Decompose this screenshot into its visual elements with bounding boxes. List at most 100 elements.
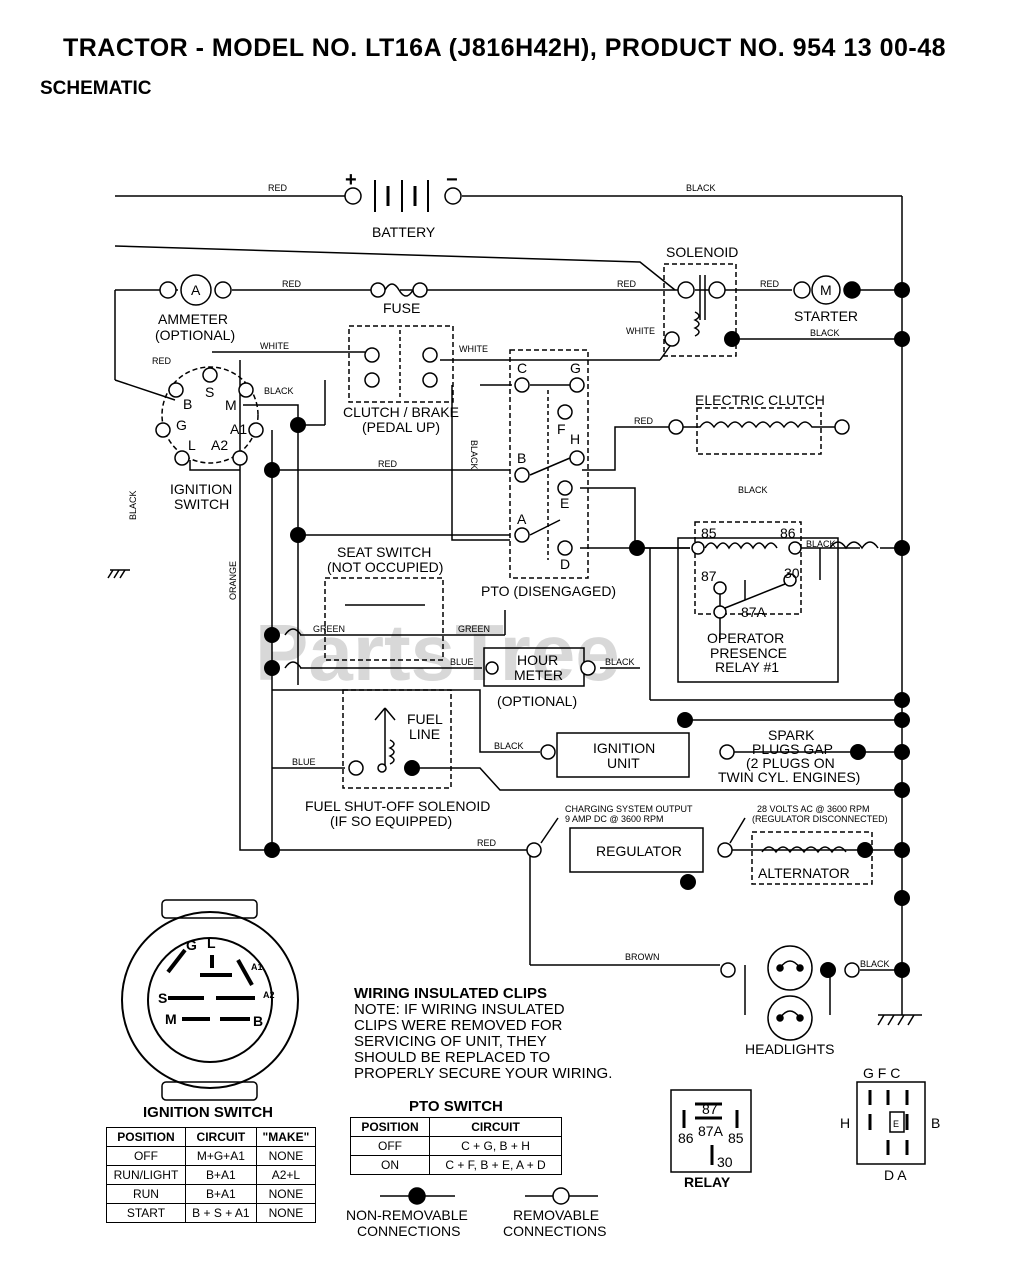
alternator: ALTERNATOR (751, 831, 873, 885)
fuel-shutoff-solenoid: FUEL LINE FUEL SHUT-OFF SOLENOID (IF SO … (305, 689, 490, 829)
volts-1: 28 VOLTS AC @ 3600 RPM (757, 804, 870, 814)
svg-text:BLACK: BLACK (686, 183, 716, 193)
svg-text:BLACK: BLACK (264, 386, 294, 396)
svg-text:BLACK: BLACK (806, 539, 836, 549)
svg-text:G: G (176, 417, 187, 433)
note-line: NOTE: IF WIRING INSULATED (354, 1001, 565, 1018)
clutch-electric-label: ELECTRIC CLUTCH (695, 392, 825, 408)
svg-text:87: 87 (702, 1101, 718, 1117)
spark-4: TWIN CYL. ENGINES) (718, 769, 860, 785)
fuel-line-1: FUEL (407, 711, 443, 727)
legend-removable-2: CONNECTIONS (503, 1223, 606, 1239)
svg-text:S: S (158, 990, 167, 1006)
ign-unit-2: UNIT (607, 755, 640, 771)
charging-1: CHARGING SYSTEM OUTPUT (565, 804, 693, 814)
legend-nonremovable-2: CONNECTIONS (357, 1223, 460, 1239)
connection-legend: NON-REMOVABLE CONNECTIONS REMOVABLE CONN… (346, 1187, 606, 1239)
wiring-note: WIRING INSULATED CLIPS NOTE: IF WIRING I… (354, 986, 612, 1082)
svg-text:BLACK: BLACK (738, 485, 768, 495)
svg-text:WHITE: WHITE (626, 326, 655, 336)
note-line: CLIPS WERE REMOVED FOR (354, 1017, 563, 1034)
clutch-sub: (PEDAL UP) (362, 419, 440, 435)
svg-text:C: C (517, 360, 527, 376)
legend-removable-1: REMOVABLE (513, 1207, 599, 1223)
svg-text:A: A (191, 282, 201, 298)
svg-text:E: E (560, 495, 569, 511)
battery-plus: + (345, 169, 357, 191)
pto-label: PTO (DISENGAGED) (481, 583, 616, 599)
ammeter-optional: (OPTIONAL) (155, 327, 235, 343)
battery-minus: − (446, 169, 458, 191)
starter: M STARTER (793, 275, 861, 324)
svg-text:M: M (225, 397, 237, 413)
svg-text:A2: A2 (263, 990, 275, 1000)
svg-text:WHITE: WHITE (260, 341, 289, 351)
battery: + − BATTERY (344, 169, 462, 240)
svg-text:RED: RED (477, 838, 497, 848)
fuse-label: FUSE (383, 300, 420, 316)
svg-text:B: B (253, 1013, 263, 1029)
svg-text:RED: RED (634, 416, 654, 426)
svg-text:E: E (893, 1119, 899, 1129)
svg-text:85: 85 (701, 525, 717, 541)
svg-text:M: M (165, 1011, 177, 1027)
relay-label-2: PRESENCE (710, 645, 787, 661)
svg-text:G: G (570, 360, 581, 376)
svg-text:H: H (570, 431, 580, 447)
svg-text:A1: A1 (230, 421, 247, 437)
solenoid-label: SOLENOID (666, 244, 738, 260)
headlights: HEADLIGHTS (720, 945, 860, 1057)
ign-unit-1: IGNITION (593, 740, 655, 756)
fuel-sol-1: FUEL SHUT-OFF SOLENOID (305, 798, 490, 814)
starter-label: STARTER (794, 308, 858, 324)
svg-text:G: G (186, 937, 197, 953)
wire-labels: RED BLACK RED RED RED WHITE BLACK RED WH… (128, 183, 890, 969)
svg-text:L: L (207, 935, 216, 951)
volts-2: (REGULATOR DISCONNECTED) (752, 814, 888, 824)
svg-text:BLACK: BLACK (469, 440, 479, 470)
ignition-unit: IGNITION UNIT SPARK PLUGS GAP (2 PLUGS O… (540, 727, 860, 785)
svg-text:BLUE: BLUE (450, 657, 474, 667)
svg-text:87A: 87A (741, 604, 767, 620)
svg-text:RED: RED (282, 279, 302, 289)
svg-text:BLACK: BLACK (605, 657, 635, 667)
relay-diagram-title: RELAY (684, 1174, 731, 1190)
seat-label: SEAT SWITCH (337, 544, 431, 560)
note-title: WIRING INSULATED CLIPS (354, 985, 548, 1002)
svg-text:A1: A1 (251, 962, 263, 972)
svg-text:BLACK: BLACK (810, 328, 840, 338)
svg-text:RED: RED (378, 459, 398, 469)
ignition-switch-schematic: B S M G A1 L A2 IGNITION SWITCH (155, 366, 264, 512)
ign-label-1: IGNITION (170, 481, 232, 497)
svg-text:86: 86 (678, 1130, 694, 1146)
svg-text:B: B (517, 450, 526, 466)
svg-text:85: 85 (728, 1130, 744, 1146)
svg-text:GREEN: GREEN (458, 624, 490, 634)
hour-meter: HOUR METER (OPTIONAL) (483, 647, 596, 709)
svg-text:BLACK: BLACK (860, 959, 890, 969)
hour-label-3: (OPTIONAL) (497, 693, 577, 709)
battery-label: BATTERY (372, 224, 436, 240)
pto-table-title: PTO SWITCH (409, 1098, 503, 1115)
svg-text:30: 30 (717, 1154, 733, 1170)
svg-text:BLUE: BLUE (292, 757, 316, 767)
hour-label-2: METER (514, 667, 563, 683)
ammeter: A AMMETER (OPTIONAL) (155, 274, 235, 343)
operator-presence-relay: 85 86 87 30 87A OPERATOR PRESENCE RELAY … (677, 521, 879, 683)
fuel-line-2: LINE (409, 726, 440, 742)
junction-dots (264, 282, 910, 978)
seat-switch: SEAT SWITCH (NOT OCCUPIED) (284, 544, 444, 669)
alternator-label: ALTERNATOR (758, 865, 850, 881)
note-line: SERVICING OF UNIT, THEY (354, 1033, 547, 1050)
charging-2: 9 AMP DC @ 3600 RPM (565, 814, 664, 824)
svg-text:WHITE: WHITE (459, 344, 488, 354)
svg-text:B: B (183, 396, 192, 412)
